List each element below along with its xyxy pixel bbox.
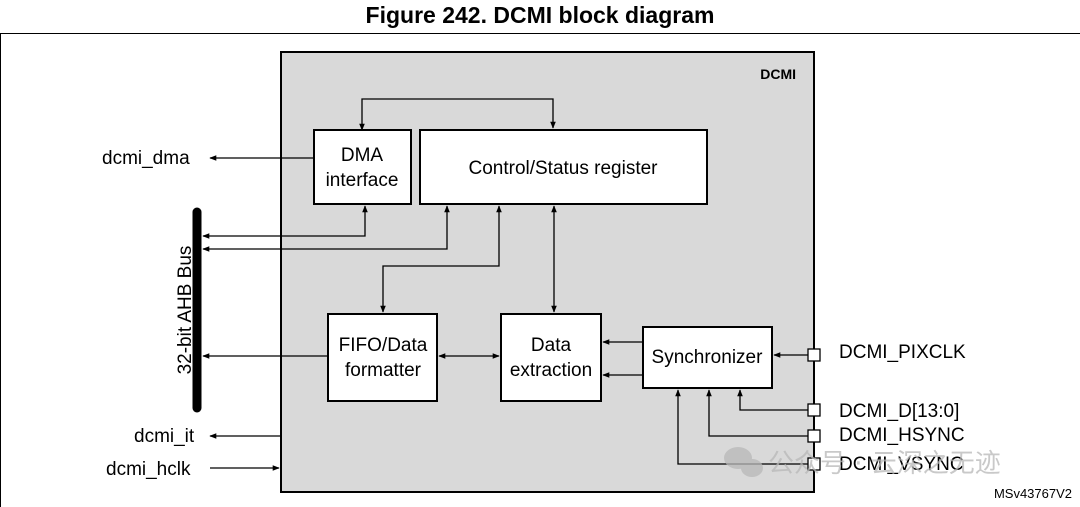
watermark-text: 公众号 · 云深之无迹 xyxy=(768,449,1001,479)
dcmi-dma-label: dcmi_dma xyxy=(102,148,190,169)
dma-label-line2: interface xyxy=(326,170,399,191)
watermark: 公众号 · 云深之无迹 xyxy=(724,447,1001,479)
figure-frame xyxy=(0,33,1080,507)
pin-data xyxy=(807,403,821,417)
fifo-label-line1: FIFO/Data xyxy=(339,335,428,356)
control-fifo-link xyxy=(380,205,502,313)
pixclk-label: DCMI_PIXCLK xyxy=(839,342,966,363)
hsync-label: DCMI_HSYNC xyxy=(839,425,965,446)
vsync-label: DCMI_VSYNC xyxy=(839,454,964,475)
dcmi-hclk-label: dcmi_hclk xyxy=(106,459,191,480)
reference-code: MSv43767V2 xyxy=(994,486,1072,501)
dma-interface-block: DMA interface xyxy=(313,129,412,205)
hsync-arrow xyxy=(706,389,808,437)
dcmi-it-label: dcmi_it xyxy=(134,426,195,447)
synchronizer-block: Synchronizer xyxy=(642,326,773,389)
data-bus-arrow xyxy=(737,389,808,411)
wechat-icon xyxy=(724,447,763,477)
extraction-label-line1: Data xyxy=(531,335,572,356)
fifo-data-formatter-block: FIFO/Data formatter xyxy=(327,313,438,402)
data-label: DCMI_D[13:0] xyxy=(839,401,959,422)
vsync-arrow xyxy=(675,389,808,465)
synchronizer-label: Synchronizer xyxy=(652,347,764,368)
dcmi-label: DCMI xyxy=(760,66,796,82)
ahb-bus-label: 32-bit AHB Bus xyxy=(175,246,196,375)
pin-hsync xyxy=(807,429,821,443)
dcmi-peripheral-box xyxy=(280,51,815,493)
extraction-label-line2: extraction xyxy=(510,360,592,381)
data-extraction-block: Data extraction xyxy=(500,313,602,402)
control-status-register-block: Control/Status register xyxy=(419,129,708,205)
dma-control-link xyxy=(359,98,556,131)
control-status-label: Control/Status register xyxy=(468,158,658,179)
pin-vsync xyxy=(807,457,821,471)
pin-pixclk xyxy=(807,348,821,362)
dma-label-line1: DMA xyxy=(341,145,384,166)
figure-title: Figure 242. DCMI block diagram xyxy=(365,2,715,28)
fifo-label-line2: formatter xyxy=(345,360,422,381)
